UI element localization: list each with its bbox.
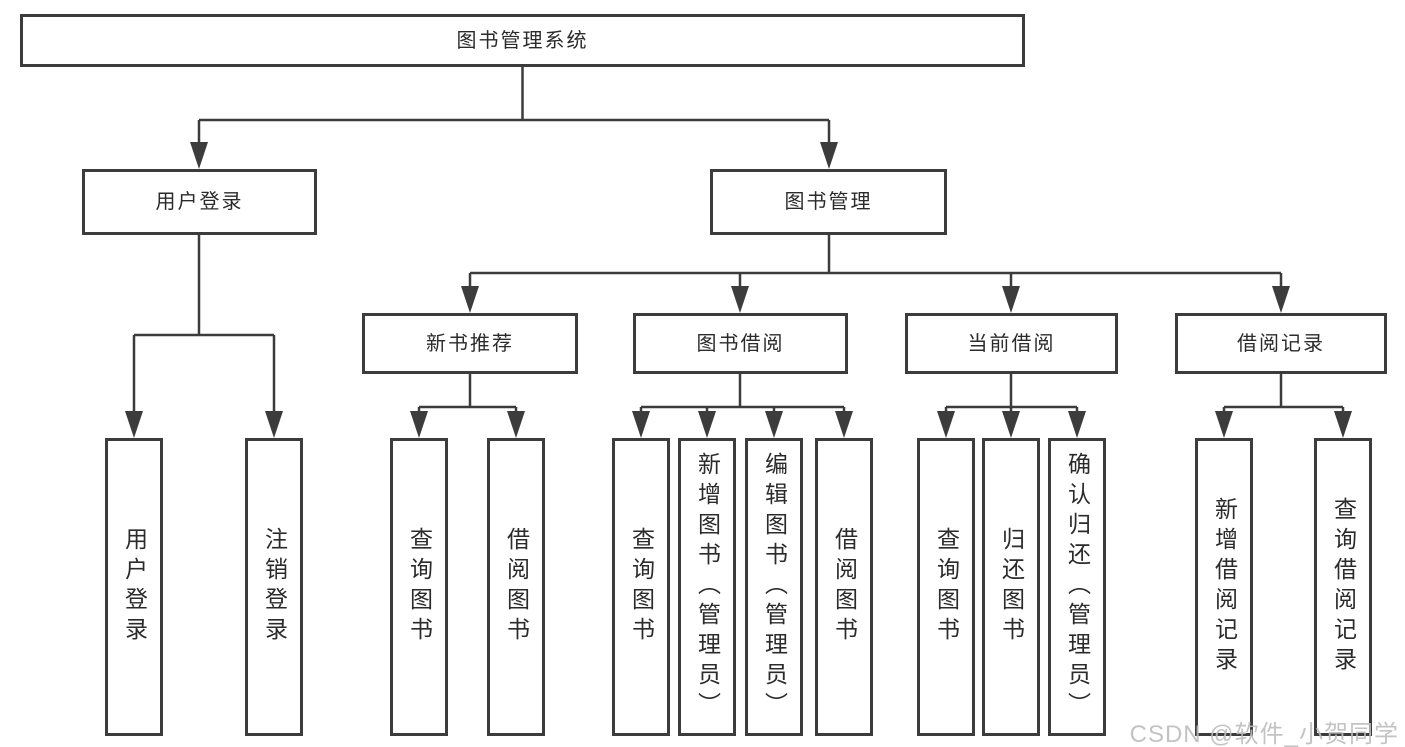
leaf-logout: 注销登录 — [245, 438, 303, 736]
leaf-add-book-admin: 新增图书（管理员） — [678, 438, 736, 736]
arrow-down-icon — [937, 411, 955, 438]
node-library-management-system: 图书管理系统 — [20, 14, 1025, 67]
leaf-query-borrow-record: 查询借阅记录 — [1314, 438, 1372, 736]
node-current-borrow: 当前借阅 — [905, 313, 1118, 374]
node-book-borrow: 图书借阅 — [633, 313, 848, 374]
arrow-down-icon — [835, 411, 853, 438]
leaf-query-books-1: 查询图书 — [390, 438, 448, 736]
arrow-down-icon — [731, 286, 749, 313]
arrow-down-icon — [125, 411, 143, 438]
arrow-down-icon — [1002, 411, 1020, 438]
arrow-down-icon — [632, 411, 650, 438]
arrow-down-icon — [1334, 411, 1352, 438]
leaf-query-books-3: 查询图书 — [917, 438, 975, 736]
node-borrow-records: 借阅记录 — [1175, 313, 1387, 374]
node-new-book-recommend: 新书推荐 — [362, 313, 578, 374]
leaf-return-book: 归还图书 — [982, 438, 1040, 736]
arrow-down-icon — [410, 411, 428, 438]
node-book-management: 图书管理 — [710, 169, 947, 235]
leaf-borrow-books-2: 借阅图书 — [815, 438, 873, 736]
leaf-add-borrow-record: 新增借阅记录 — [1195, 438, 1253, 736]
arrow-down-icon — [1272, 286, 1290, 313]
arrow-down-icon — [1002, 286, 1020, 313]
arrow-down-icon — [265, 411, 283, 438]
arrow-down-icon — [461, 286, 479, 313]
arrow-down-icon — [1068, 411, 1086, 438]
node-user-login: 用户登录 — [82, 169, 317, 235]
arrow-down-icon — [190, 142, 208, 169]
leaf-user-login: 用户登录 — [105, 438, 163, 736]
arrow-down-icon — [698, 411, 716, 438]
arrow-down-icon — [820, 142, 838, 169]
arrow-down-icon — [507, 411, 525, 438]
leaf-confirm-return-admin: 确认归还（管理员） — [1048, 438, 1106, 736]
arrow-down-icon — [765, 411, 783, 438]
leaf-query-books-2: 查询图书 — [612, 438, 670, 736]
watermark: CSDN @软件_小贺同学 — [1129, 721, 1399, 747]
arrow-down-icon — [1215, 411, 1233, 438]
leaf-borrow-books-1: 借阅图书 — [487, 438, 545, 736]
leaf-edit-book-admin: 编辑图书（管理员） — [745, 438, 803, 736]
